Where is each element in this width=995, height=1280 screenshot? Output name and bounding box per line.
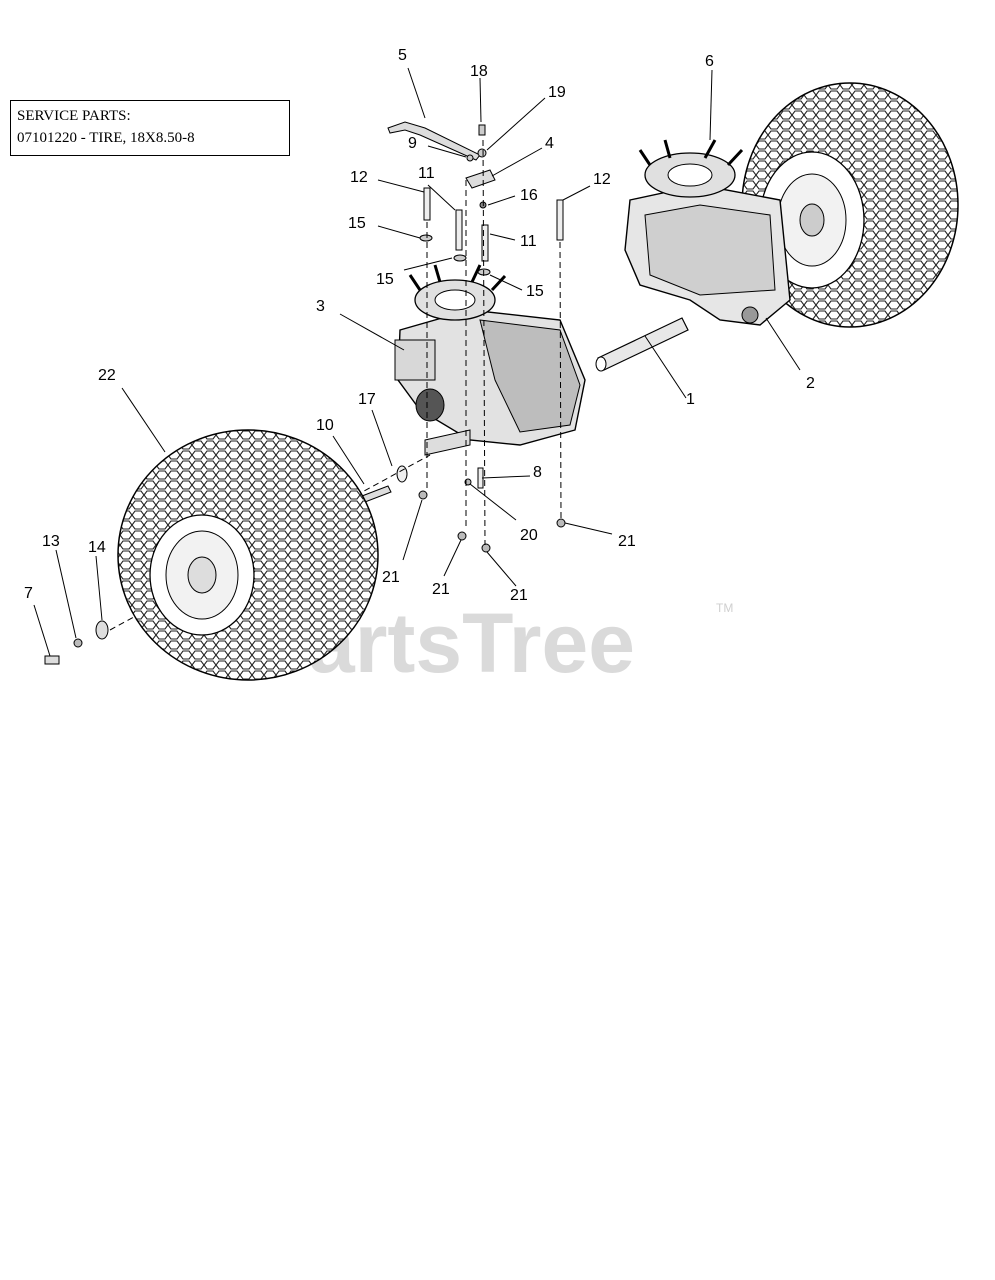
callout-10: 10 bbox=[316, 417, 334, 434]
callout-21-c: 21 bbox=[432, 581, 450, 598]
callout-15-lower: 15 bbox=[526, 283, 544, 300]
callout-17: 17 bbox=[358, 391, 376, 408]
callout-18: 18 bbox=[470, 63, 488, 80]
callout-12-right: 12 bbox=[593, 171, 611, 188]
callout-21-d: 21 bbox=[510, 587, 528, 604]
callout-22: 22 bbox=[98, 367, 116, 384]
callout-14: 14 bbox=[88, 539, 106, 556]
axle-tube bbox=[595, 317, 689, 372]
service-parts-item: 07101220 - TIRE, 18X8.50-8 bbox=[17, 130, 195, 146]
callout-19: 19 bbox=[548, 84, 566, 101]
callout-5: 5 bbox=[398, 47, 407, 64]
callout-3: 3 bbox=[316, 298, 325, 315]
callout-12-left: 12 bbox=[350, 169, 368, 186]
callout-7: 7 bbox=[24, 585, 33, 602]
callout-6: 6 bbox=[705, 53, 714, 70]
callout-20: 20 bbox=[520, 527, 538, 544]
callout-11-upper: 11 bbox=[418, 165, 435, 182]
leader-lines bbox=[33, 67, 801, 657]
transmission-left bbox=[394, 264, 586, 456]
callout-4: 4 bbox=[545, 135, 554, 152]
callout-9: 9 bbox=[408, 135, 417, 152]
callout-21-a: 21 bbox=[382, 569, 400, 586]
callout-16: 16 bbox=[520, 187, 538, 204]
callout-11-lower: 11 bbox=[520, 233, 537, 250]
hardware-small-parts bbox=[44, 124, 566, 665]
callout-8: 8 bbox=[533, 464, 542, 481]
service-parts-box: SERVICE PARTS: 07101220 - TIRE, 18X8.50-… bbox=[10, 100, 290, 156]
control-arm bbox=[387, 121, 481, 161]
callout-13: 13 bbox=[42, 533, 60, 550]
callout-2: 2 bbox=[806, 375, 815, 392]
callout-15-middle: 15 bbox=[376, 271, 394, 288]
watermark-tm: TM bbox=[716, 601, 733, 615]
callout-labels: 5 18 19 9 4 6 12 11 16 12 15 11 15 15 3 … bbox=[24, 47, 815, 604]
callout-15-upper: 15 bbox=[348, 215, 366, 232]
transmission-right bbox=[624, 139, 791, 326]
service-parts-heading: SERVICE PARTS: bbox=[17, 108, 131, 124]
callout-21-b: 21 bbox=[618, 533, 636, 550]
callout-1: 1 bbox=[686, 391, 695, 408]
tire-left bbox=[117, 429, 379, 681]
